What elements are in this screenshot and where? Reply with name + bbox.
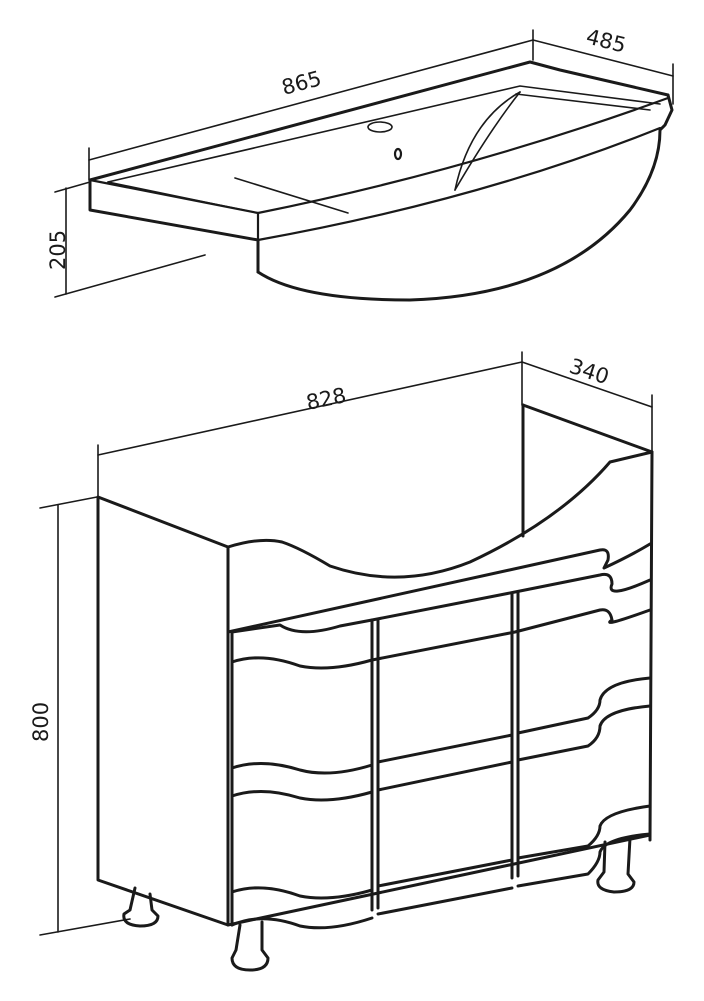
cabinet-height-dimension: 800 <box>29 496 131 936</box>
cabinet-carcass <box>96 403 654 927</box>
cabinet-depth-dimension: 340 <box>521 354 653 456</box>
cabinet-depth-label: 340 <box>566 354 612 389</box>
leg-front-center <box>230 920 270 972</box>
basin-width-label: 865 <box>279 66 324 100</box>
basin-body <box>88 60 674 302</box>
cabinet-drawing: 828 340 800 <box>29 351 654 972</box>
cabinet-width-dimension: 828 <box>97 351 523 501</box>
washbasin-drawing: 865 485 205 <box>46 25 674 302</box>
basin-height-label: 205 <box>46 230 70 270</box>
tap-hole-icon <box>393 147 403 161</box>
cabinet-legs <box>122 836 636 972</box>
basin-height-dimension: 205 <box>46 181 206 298</box>
cabinet-height-label: 800 <box>29 702 53 742</box>
cabinet-fronts <box>230 572 652 930</box>
basin-width-dimension: 865 <box>88 29 534 181</box>
leg-front-left <box>122 886 160 928</box>
leg-back-right <box>596 836 636 894</box>
cabinet-width-label: 828 <box>304 383 348 415</box>
basin-depth-label: 485 <box>584 25 629 58</box>
overflow-hole-icon <box>367 121 393 133</box>
